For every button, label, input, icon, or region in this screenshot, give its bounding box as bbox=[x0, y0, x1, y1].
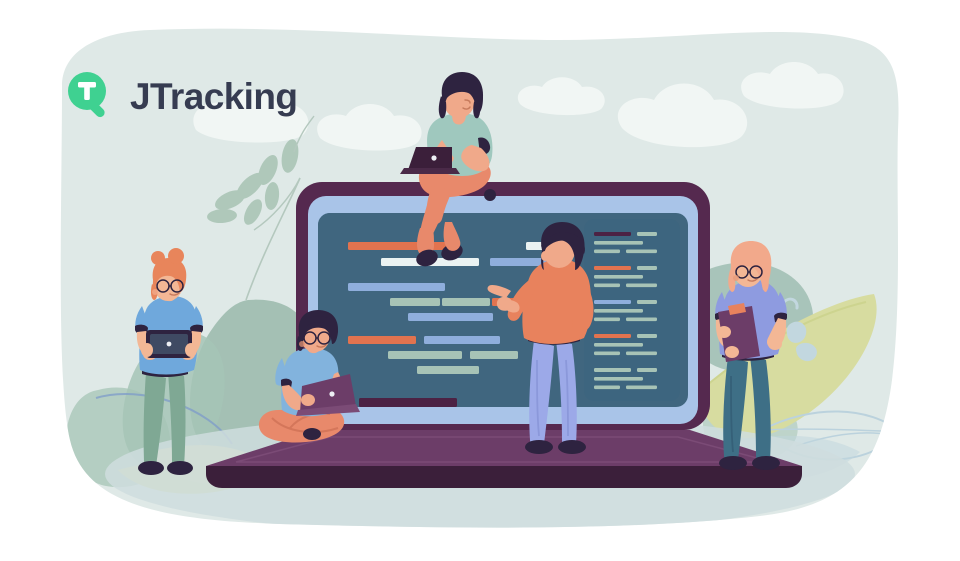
code-line bbox=[359, 398, 457, 407]
file-tree-line bbox=[626, 249, 657, 254]
file-tree-line bbox=[594, 241, 643, 245]
file-tree-line bbox=[594, 377, 643, 381]
file-tree-line bbox=[594, 309, 643, 313]
file-tree-line bbox=[637, 300, 657, 304]
file-tree-line bbox=[637, 368, 657, 372]
file-tree-line-group bbox=[594, 232, 657, 390]
file-tree-line bbox=[594, 266, 631, 270]
code-line bbox=[390, 298, 440, 306]
file-tree-line bbox=[594, 275, 643, 279]
character-woman-on-laptop-top bbox=[400, 72, 493, 267]
file-tree-line bbox=[594, 368, 631, 372]
file-tree-line bbox=[594, 334, 631, 338]
file-tree-line bbox=[594, 351, 620, 356]
cloud-group bbox=[193, 62, 844, 151]
file-tree-line bbox=[594, 249, 620, 254]
file-tree-line bbox=[594, 300, 631, 304]
code-line bbox=[388, 351, 462, 359]
code-line bbox=[470, 351, 518, 359]
code-line bbox=[442, 298, 490, 306]
laptop-camera-dot bbox=[484, 189, 496, 201]
file-tree-line bbox=[626, 283, 657, 288]
character-sitting-crosslegged bbox=[258, 310, 360, 443]
code-line bbox=[408, 313, 493, 321]
magnifier-t-logo-icon bbox=[66, 70, 118, 122]
file-tree-line bbox=[594, 283, 620, 288]
file-tree-line bbox=[594, 343, 643, 347]
code-line bbox=[424, 336, 500, 344]
character-man-pointing bbox=[487, 222, 594, 454]
code-line bbox=[348, 283, 445, 291]
laptop-base-front bbox=[206, 466, 802, 488]
code-line bbox=[417, 366, 479, 374]
file-tree-line bbox=[594, 232, 631, 236]
laptop-base-top bbox=[206, 430, 802, 466]
character-woman-with-clipboard bbox=[715, 241, 787, 470]
small-laptop-screen bbox=[408, 147, 452, 170]
character-woman-with-tablet bbox=[135, 248, 203, 475]
file-tree-line bbox=[626, 351, 657, 356]
file-tree-line bbox=[637, 232, 657, 236]
file-tree-line bbox=[626, 317, 657, 322]
file-tree-line bbox=[637, 334, 657, 338]
brand-lockup: JTracking bbox=[66, 70, 298, 122]
file-tree-line bbox=[594, 385, 620, 390]
plant-decor-left bbox=[207, 115, 315, 301]
code-line bbox=[348, 242, 456, 250]
file-tree-line bbox=[594, 317, 620, 322]
code-line-group bbox=[348, 242, 588, 407]
file-tree-line bbox=[637, 266, 657, 270]
brand-wordmark: JTracking bbox=[130, 75, 298, 117]
code-line bbox=[348, 336, 416, 344]
file-tree-line bbox=[626, 385, 657, 390]
